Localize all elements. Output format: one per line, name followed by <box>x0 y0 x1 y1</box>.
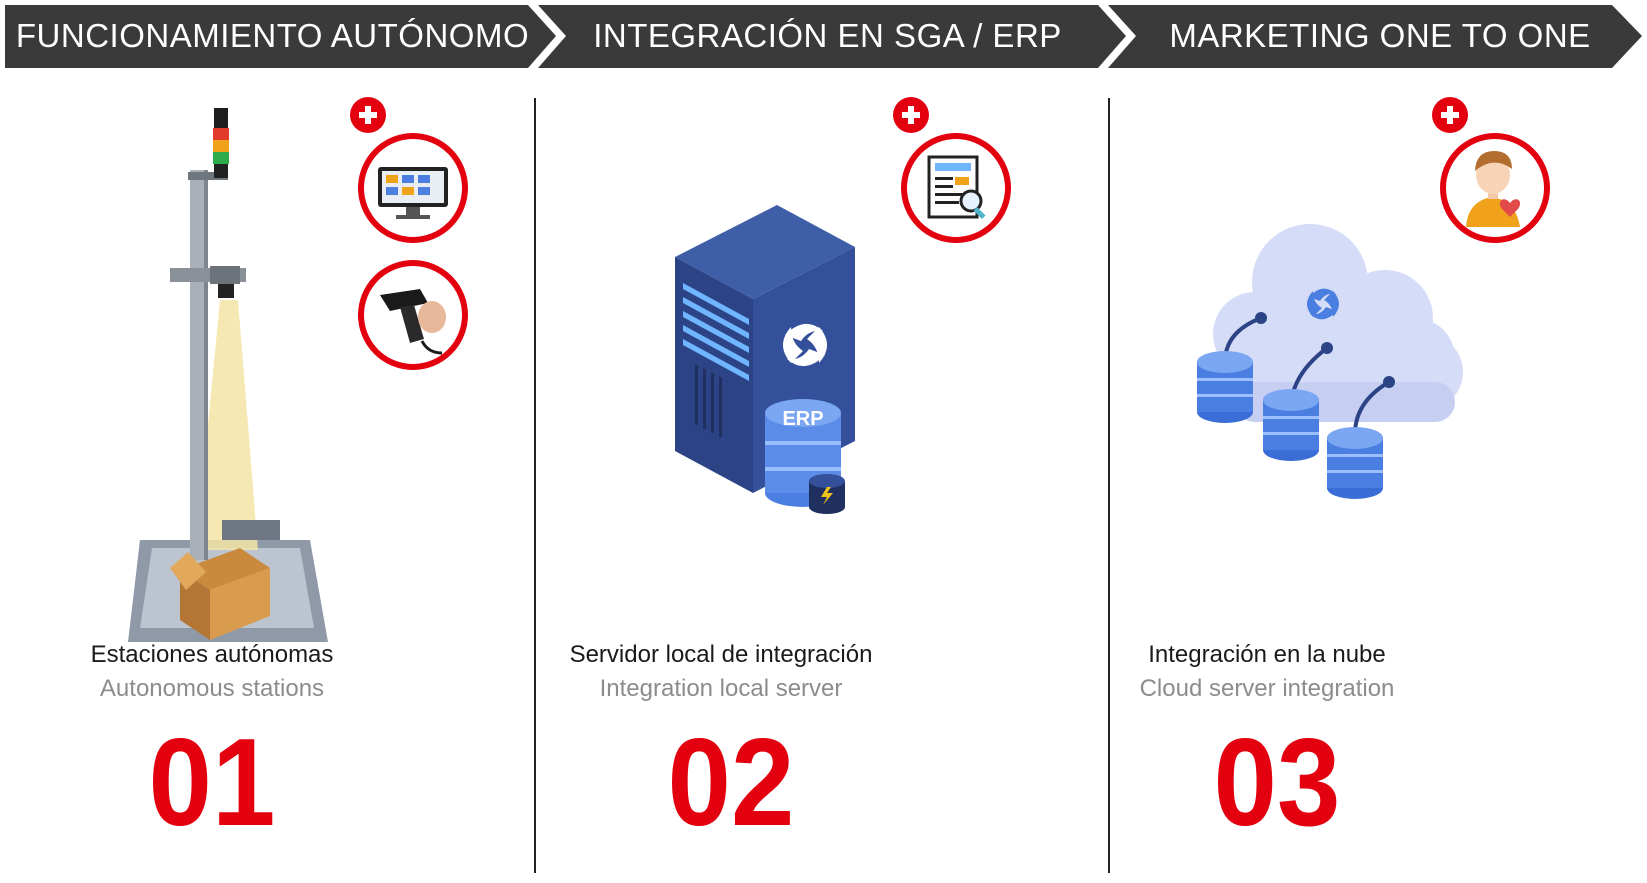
cloud-database-icon <box>1197 224 1463 499</box>
column-subtitle: Integration local server <box>599 675 843 702</box>
step-number: 03 <box>1213 714 1341 852</box>
measuring-station-icon <box>128 108 328 642</box>
caption-autonomous: Estaciones autónomas Autonomous stations <box>0 638 462 706</box>
column-title: Servidor local de integración <box>569 641 873 668</box>
scanner-addon <box>358 260 468 370</box>
step-1-label: FUNCIONAMIENTO AUTÓNOMO <box>15 17 530 54</box>
erp-badge: ERP <box>782 408 823 430</box>
customer-addon <box>1432 97 1550 243</box>
step-number: 02 <box>667 714 795 852</box>
document-search-icon <box>927 155 986 220</box>
monitor-icon <box>378 167 448 219</box>
customer-heart-icon <box>1466 151 1521 227</box>
chevron-step-1 <box>5 5 556 68</box>
column-title: Estaciones autónomas <box>90 641 334 668</box>
chevron-step-3 <box>1108 5 1642 68</box>
monitor-addon <box>350 97 468 243</box>
step-2-label: INTEGRACIÓN EN SGA / ERP <box>593 17 1062 54</box>
column-subtitle: Autonomous stations <box>99 675 325 702</box>
column-subtitle: Cloud server integration <box>1139 675 1395 702</box>
step-3-label: MARKETING ONE TO ONE <box>1169 17 1591 54</box>
database-stack <box>1197 351 1383 499</box>
column-divider <box>1108 98 1110 873</box>
column-divider <box>534 98 536 873</box>
chevron-shapes <box>5 5 1642 68</box>
document-addon <box>893 97 1011 243</box>
barcode-scanner-icon <box>380 289 446 355</box>
column-title: Integración en la nube <box>1148 641 1386 668</box>
step-number: 01 <box>148 714 276 852</box>
caption-local-server: Servidor local de integración Integratio… <box>471 638 971 706</box>
server-icon: ERP <box>675 205 855 514</box>
process-header: FUNCIONAMIENTO AUTÓNOMO INTEGRACIÓN EN S… <box>0 0 1647 72</box>
chevron-step-2 <box>538 5 1126 68</box>
caption-cloud: Integración en la nube Cloud server inte… <box>1017 638 1517 706</box>
